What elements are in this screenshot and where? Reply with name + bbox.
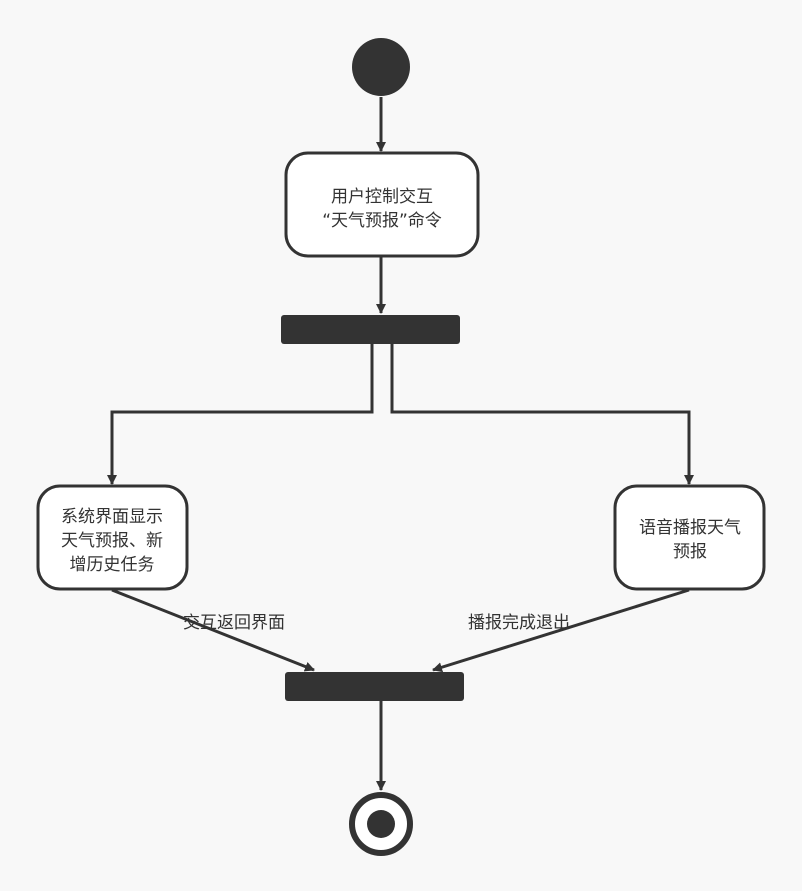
action-display-forecast-line-2: 天气预报、新 — [61, 531, 163, 551]
action-user-command-line-1: 用户控制交互 — [331, 187, 433, 207]
arrow-display-to-join — [111, 588, 315, 672]
action-display-forecast-line-1: 系统界面显示 — [61, 507, 163, 527]
arrow-fork-to-display — [107, 344, 374, 485]
initial-node — [352, 38, 410, 96]
arrow-fork-to-voice — [390, 344, 694, 485]
edge-label-return-interface: 交互返回界面 — [183, 613, 285, 633]
action-display-forecast-line-3: 增历史任务 — [70, 555, 155, 575]
final-node — [349, 792, 413, 856]
action-voice-broadcast-line-1: 语音播报天气 — [639, 518, 741, 538]
fork-bar — [281, 315, 460, 344]
action-voice-broadcast: 语音播报天气 预报 — [613, 484, 766, 591]
action-user-command: 用户控制交互 “天气预报”命令 — [284, 151, 480, 258]
edge-label-broadcast-exit: 播报完成退出 — [468, 613, 570, 633]
action-voice-broadcast-line-2: 预报 — [673, 542, 707, 562]
action-display-forecast: 系统界面显示 天气预报、新 增历史任务 — [36, 484, 189, 591]
arrow-voice-to-join — [432, 588, 690, 673]
join-bar — [285, 672, 464, 701]
action-user-command-line-2: “天气预报”命令 — [322, 211, 442, 231]
